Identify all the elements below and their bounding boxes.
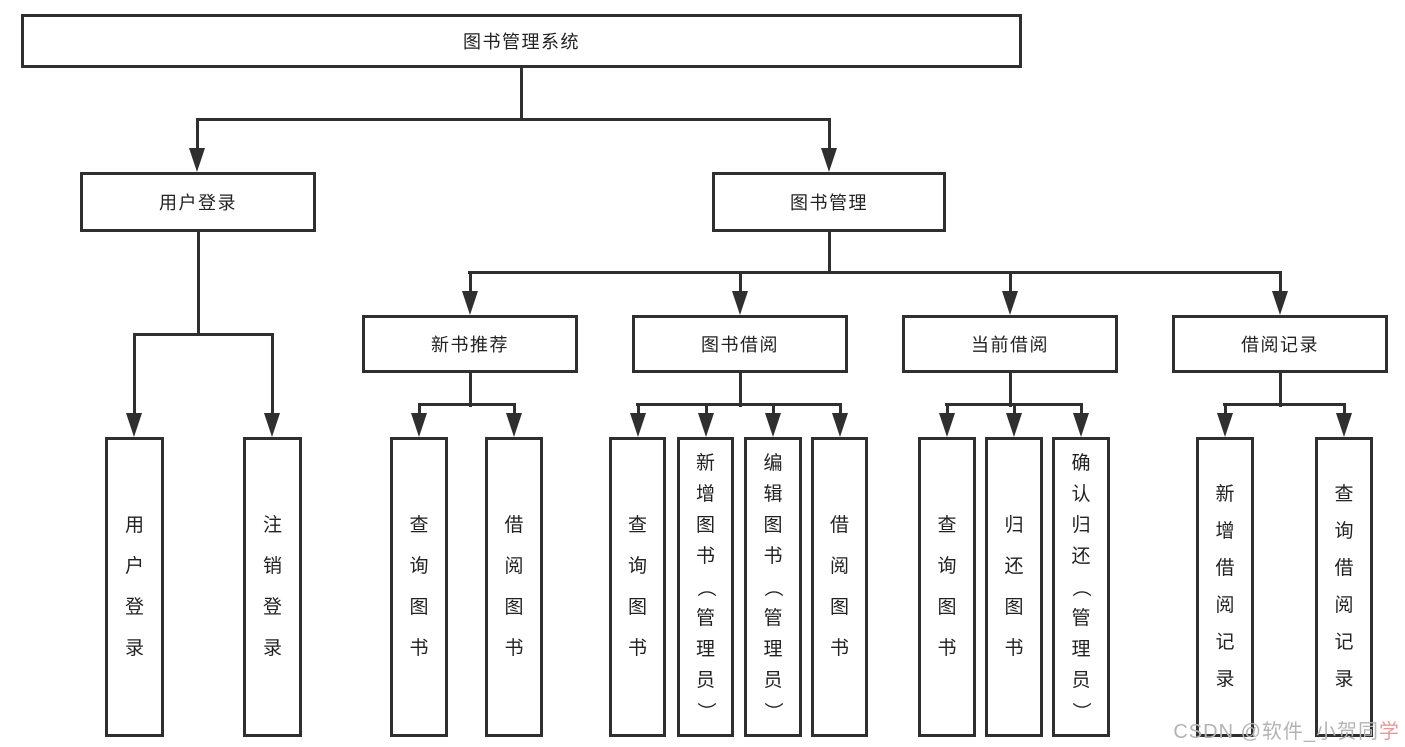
leaf-nb-query-books: 查询图书 — [390, 437, 448, 737]
connector-line — [1080, 404, 1083, 419]
connector-line — [739, 371, 742, 407]
node-root-label: 图书管理系统 — [463, 32, 580, 52]
leaf-nb-borrow-books-label: 借阅图书 — [504, 515, 524, 659]
node-user-login-label: 用户登录 — [159, 193, 237, 213]
leaf-nb-query-books-label: 查询图书 — [409, 515, 429, 659]
watermark-text: CSDN @软件_小贺同 — [1173, 721, 1379, 743]
node-book-management: 图书管理 — [712, 172, 946, 232]
connector-line — [196, 119, 199, 152]
node-book-borrow: 图书借阅 — [632, 315, 848, 373]
connector-line — [418, 403, 516, 406]
watermark-accent-text: 学 — [1379, 721, 1400, 743]
arrowhead-down-icon — [1217, 413, 1233, 437]
node-book-borrow-label: 图书借阅 — [701, 335, 779, 355]
connector-line — [739, 271, 742, 297]
leaf-logout: 注销登录 — [243, 437, 302, 737]
connector-line — [772, 404, 775, 419]
arrowhead-down-icon — [462, 291, 478, 315]
leaf-user-login: 用户登录 — [105, 437, 164, 737]
arrowhead-down-icon — [189, 148, 205, 172]
leaf-bb-add-books-admin: 新增图书（管理员） — [677, 437, 734, 737]
node-borrow-records-label: 借阅记录 — [1241, 335, 1319, 355]
arrowhead-down-icon — [698, 413, 714, 437]
node-new-book-recommend-label: 新书推荐 — [431, 335, 509, 355]
connector-line — [513, 404, 516, 419]
arrowhead-down-icon — [126, 413, 142, 437]
arrowhead-down-icon — [1336, 413, 1352, 437]
arrowhead-down-icon — [1002, 291, 1018, 315]
connector-line — [197, 230, 200, 336]
arrowhead-down-icon — [821, 148, 837, 172]
leaf-nb-borrow-books: 借阅图书 — [485, 437, 543, 737]
leaf-user-login-label: 用户登录 — [124, 515, 144, 659]
leaf-cb-query-books: 查询图书 — [918, 437, 976, 737]
connector-line — [1009, 271, 1012, 297]
arrowhead-down-icon — [1272, 291, 1288, 315]
connector-line — [468, 271, 1282, 274]
leaf-bb-borrow-books: 借阅图书 — [811, 437, 868, 737]
connector-line — [520, 66, 523, 121]
leaf-br-query-record-label: 查询借阅记录 — [1334, 484, 1354, 690]
node-current-borrow-label: 当前借阅 — [971, 335, 1049, 355]
node-new-book-recommend: 新书推荐 — [362, 315, 578, 373]
node-user-login: 用户登录 — [80, 172, 316, 232]
connector-line — [1343, 404, 1346, 419]
leaf-br-add-record-label: 新增借阅记录 — [1215, 484, 1235, 690]
connector-line — [469, 271, 472, 297]
leaf-br-query-record: 查询借阅记录 — [1315, 437, 1373, 737]
leaf-cb-confirm-return-admin: 确认归还（管理员） — [1052, 437, 1110, 737]
node-current-borrow: 当前借阅 — [902, 315, 1118, 373]
arrowhead-down-icon — [939, 413, 955, 437]
connector-line — [1279, 271, 1282, 297]
connector-line — [839, 404, 842, 419]
leaf-cb-query-books-label: 查询图书 — [937, 515, 957, 659]
connector-line — [1013, 404, 1016, 419]
connector-line — [133, 333, 136, 417]
arrowhead-down-icon — [630, 413, 646, 437]
connector-line — [133, 333, 274, 336]
connector-line — [828, 230, 831, 274]
connector-line — [1279, 371, 1282, 407]
arrowhead-down-icon — [765, 413, 781, 437]
connector-line — [418, 404, 421, 419]
connector-line — [1009, 371, 1012, 407]
connector-line — [271, 333, 274, 417]
leaf-cb-confirm-return-admin-label: 确认归还（管理员） — [1070, 452, 1092, 721]
leaf-bb-query-books: 查询图书 — [609, 437, 666, 737]
connector-line — [828, 119, 831, 152]
arrowhead-down-icon — [264, 413, 280, 437]
arrowhead-down-icon — [1073, 413, 1089, 437]
watermark: CSDN @软件_小贺同学 — [1173, 715, 1400, 744]
leaf-bb-add-books-admin-label: 新增图书（管理员） — [694, 452, 716, 721]
connector-line — [196, 118, 831, 121]
node-borrow-records: 借阅记录 — [1172, 315, 1388, 373]
arrowhead-down-icon — [1006, 413, 1022, 437]
leaf-bb-edit-books-admin-label: 编辑图书（管理员） — [762, 452, 784, 721]
arrowhead-down-icon — [832, 413, 848, 437]
leaf-bb-query-books-label: 查询图书 — [627, 515, 647, 659]
arrowhead-down-icon — [732, 291, 748, 315]
leaf-logout-label: 注销登录 — [262, 515, 282, 659]
arrowhead-down-icon — [411, 413, 427, 437]
node-book-management-label: 图书管理 — [790, 193, 868, 213]
connector-line — [946, 404, 949, 419]
connector-line — [469, 371, 472, 407]
arrowhead-down-icon — [506, 413, 522, 437]
connector-line — [1224, 404, 1227, 419]
leaf-cb-return-books-label: 归还图书 — [1004, 515, 1024, 659]
leaf-cb-return-books: 归还图书 — [985, 437, 1043, 737]
leaf-br-add-record: 新增借阅记录 — [1196, 437, 1254, 737]
leaf-bb-borrow-books-label: 借阅图书 — [829, 515, 849, 659]
leaf-bb-edit-books-admin: 编辑图书（管理员） — [744, 437, 802, 737]
connector-line — [705, 404, 708, 419]
node-root: 图书管理系统 — [21, 14, 1022, 68]
connector-line — [1223, 403, 1346, 406]
connector-line — [637, 404, 640, 419]
